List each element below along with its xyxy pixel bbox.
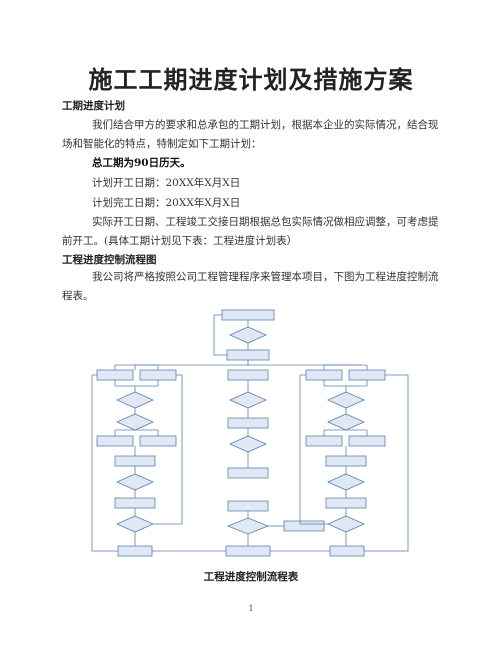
flow-box-start bbox=[221, 309, 275, 321]
flow-box-right-3 bbox=[305, 435, 343, 447]
paragraph-intro: 我们结合甲方的要求和总承包的工期计划，根据本企业的实际情况，结合现场和智能化的特… bbox=[62, 119, 439, 150]
flow-box-center-4 bbox=[227, 500, 269, 512]
flow-box-center-1 bbox=[227, 369, 269, 381]
flow-diamond-left-4 bbox=[116, 515, 154, 533]
flow-diamond-left-3 bbox=[116, 473, 154, 491]
total-duration: 总工期为90日历天。 bbox=[92, 157, 191, 169]
flow-box-left-3 bbox=[96, 435, 134, 447]
flow-box-left-4 bbox=[139, 435, 177, 447]
flow-diamond-center-3 bbox=[226, 517, 270, 535]
flow-diamond-center-1 bbox=[229, 391, 267, 409]
flow-diamond-right-1 bbox=[327, 391, 365, 409]
progress-control-flowchart bbox=[91, 309, 409, 557]
flow-diamond-right-3 bbox=[327, 473, 365, 491]
paragraph-flowchart-intro: 我公司将严格按照公司工程管理程序来管理本项目，下图为工程进度控制流程表。 bbox=[62, 271, 439, 302]
flow-box-center-end bbox=[225, 545, 271, 557]
flow-box-center-side bbox=[283, 520, 325, 532]
section-heading-flowchart: 工程进度控制流程图 bbox=[62, 254, 157, 266]
paragraph-note: 实际开工日期、工程竣工交接日期根据总包实际情况做相应调整，可考虑提前开工。(具体… bbox=[62, 216, 439, 247]
flow-box-right-5 bbox=[325, 455, 367, 467]
flow-box-left-end bbox=[117, 545, 153, 557]
flow-box-left-1 bbox=[96, 369, 134, 381]
flow-box-right-6 bbox=[325, 497, 367, 509]
flow-diamond-top bbox=[229, 326, 267, 344]
flow-box-left-6 bbox=[114, 497, 156, 509]
flow-diamond-left-2 bbox=[116, 413, 154, 431]
document-title: 施工工期进度计划及措施方案 bbox=[88, 65, 414, 94]
flow-box-right-4 bbox=[348, 435, 386, 447]
flow-box-right-2 bbox=[348, 369, 386, 381]
flow-diamond-center-2 bbox=[229, 435, 267, 453]
flow-diamond-right-2 bbox=[327, 413, 365, 431]
planned-start-date: 计划开工日期：20XX年X月X日 bbox=[92, 177, 241, 189]
page-number: 1 bbox=[248, 604, 254, 613]
flow-box-right-1 bbox=[305, 369, 343, 381]
flow-box-right-end bbox=[329, 545, 365, 557]
flow-diamond-left-1 bbox=[116, 391, 154, 409]
flow-box-left-5 bbox=[114, 455, 156, 467]
flow-box-review bbox=[226, 349, 270, 361]
flow-diamond-right-4 bbox=[327, 515, 365, 533]
flow-box-center-3 bbox=[227, 467, 269, 479]
planned-end-date: 计划完工日期：20XX年X月X日 bbox=[92, 197, 241, 209]
flow-box-center-2 bbox=[227, 417, 269, 429]
figure-caption: 工程进度控制流程表 bbox=[203, 571, 299, 583]
flow-box-left-2 bbox=[139, 369, 177, 381]
section-heading-schedule: 工期进度计划 bbox=[62, 100, 125, 112]
